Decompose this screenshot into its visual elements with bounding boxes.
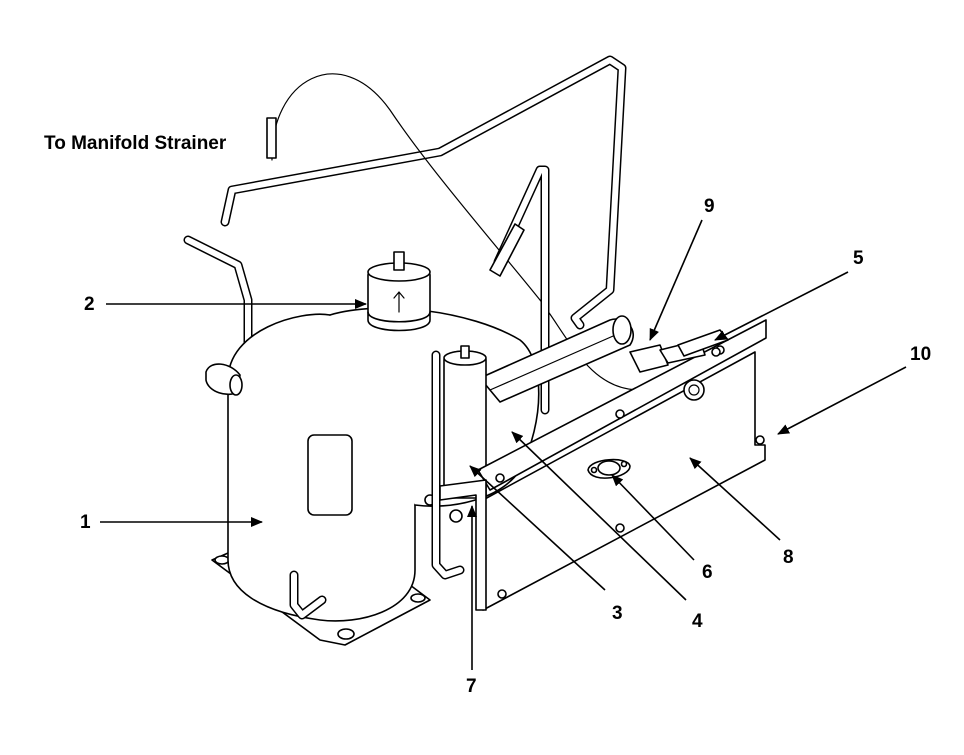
leader-5 — [714, 271, 849, 341]
callout-2: 2 — [84, 294, 95, 315]
manifold-tubing — [220, 55, 627, 330]
leader-4 — [511, 431, 687, 601]
start-component-can — [367, 251, 431, 332]
leader-8 — [689, 457, 781, 541]
service-valve — [629, 329, 729, 401]
callout-3: 3 — [612, 603, 623, 624]
strainer-tube-end — [266, 117, 277, 159]
callout-8: 8 — [783, 547, 794, 568]
leader-3 — [469, 465, 606, 591]
callout-9: 9 — [704, 196, 715, 217]
manifold-strainer-caption: To Manifold Strainer — [44, 133, 227, 154]
rear-tubes — [493, 165, 550, 415]
service-tank — [443, 345, 487, 499]
callout-10: 10 — [910, 344, 932, 365]
callout-leaders — [100, 219, 907, 670]
discharge-tube — [431, 350, 465, 580]
condenser-tube — [479, 315, 634, 403]
callout-5: 5 — [853, 248, 864, 269]
callout-7: 7 — [466, 676, 477, 697]
gasket-plate — [587, 458, 631, 479]
leader-6 — [611, 474, 695, 561]
callout-1: 1 — [80, 512, 91, 533]
drier-sight-tube — [489, 223, 525, 277]
leader-9 — [649, 219, 703, 341]
callout-4: 4 — [692, 611, 703, 632]
callout-6: 6 — [702, 562, 713, 583]
leader-10 — [777, 366, 907, 435]
